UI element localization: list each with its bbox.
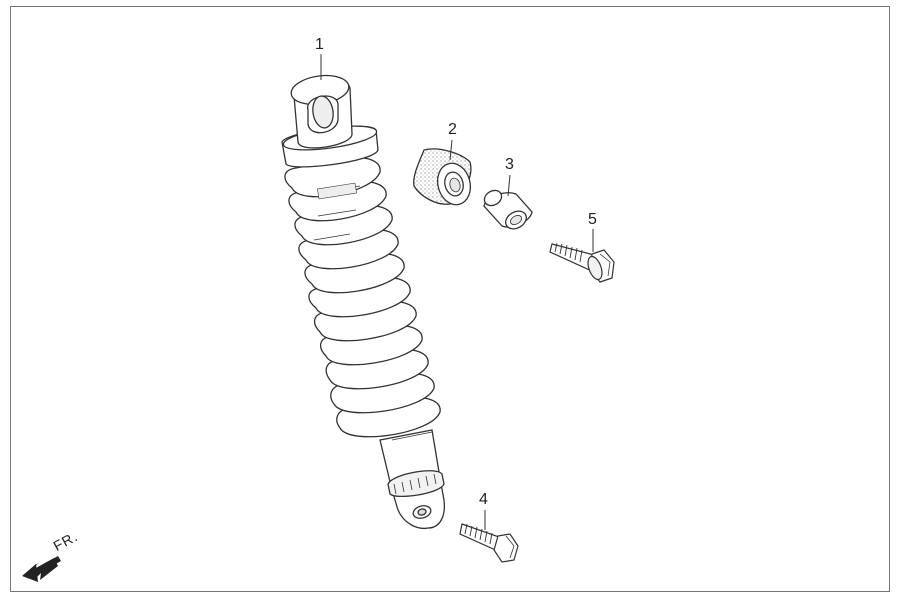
callout-4: 4 [479,491,488,508]
collar-sleeve [483,189,533,230]
callout-1: 1 [315,36,324,53]
hex-bolt-lower [459,523,519,563]
coil-spring [284,156,441,438]
flange-bolt-upper [549,242,615,283]
shock-absorber [281,74,446,530]
diagram-frame [10,6,890,592]
callout-2: 2 [448,121,457,138]
leader-lines [320,54,594,530]
front-direction-arrow-icon [22,556,61,582]
rubber-bushing [413,148,472,206]
adjuster-ring [387,470,445,498]
callout-3: 3 [505,156,514,173]
callout-5: 5 [588,211,597,228]
